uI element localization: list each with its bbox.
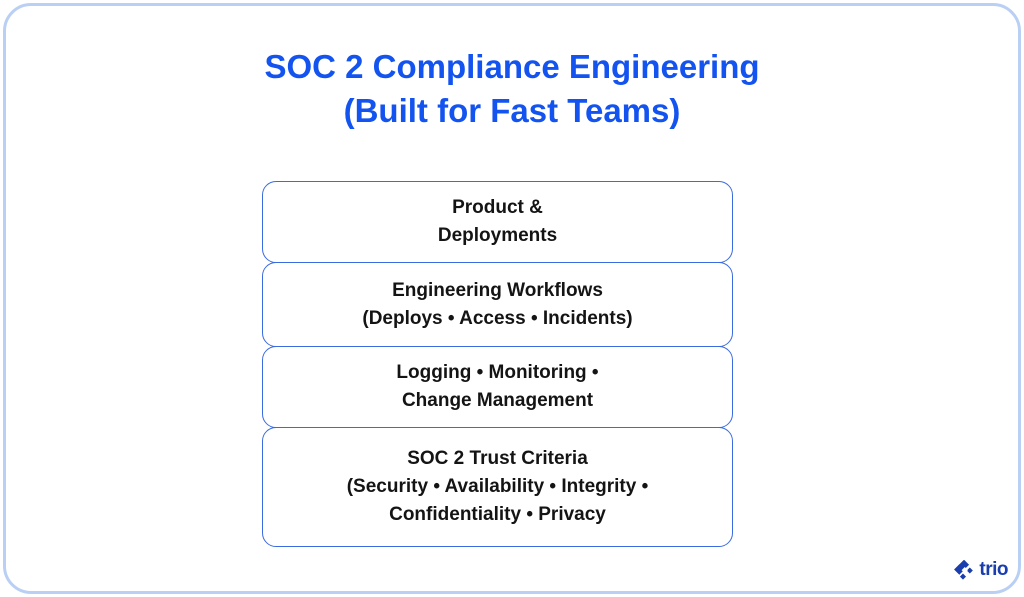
box-text-line: (Deploys • Access • Incidents) xyxy=(362,307,633,329)
stack-box-engineering-workflows: Engineering Workflows (Deploys • Access … xyxy=(262,262,733,347)
box-text-line: (Security • Availability • Integrity • xyxy=(346,476,649,497)
box-text-line: Confidentiality • Privacy xyxy=(389,504,606,525)
box-text-line: SOC 2 Trust Criteria xyxy=(407,448,588,469)
stack-box-product-deployments: Product & Deployments xyxy=(262,181,733,263)
trio-logo: trio xyxy=(953,559,1008,581)
trio-spark-icon xyxy=(954,559,974,580)
page-title: SOC 2 Compliance Engineering (Built for … xyxy=(0,45,1024,133)
box-text-line: Change Management xyxy=(401,390,594,411)
trio-logo-text: trio xyxy=(979,559,1008,580)
box-text-line: Deployments xyxy=(437,225,558,246)
stack-box-logging-monitoring: Logging • Monitoring • Change Management xyxy=(262,346,733,428)
box-text-line: Logging • Monitoring • xyxy=(396,362,599,383)
box-text-line: Engineering Workflows xyxy=(392,279,603,301)
layer-stack: Product & Deployments Engineering Workfl… xyxy=(262,181,733,547)
box-text-line: Product & xyxy=(452,197,543,218)
page-title-line2: (Built for Fast Teams) xyxy=(343,92,681,129)
stack-box-soc2-trust-criteria: SOC 2 Trust Criteria (Security • Availab… xyxy=(262,427,733,547)
page-title-line1: SOC 2 Compliance Engineering xyxy=(264,48,760,85)
